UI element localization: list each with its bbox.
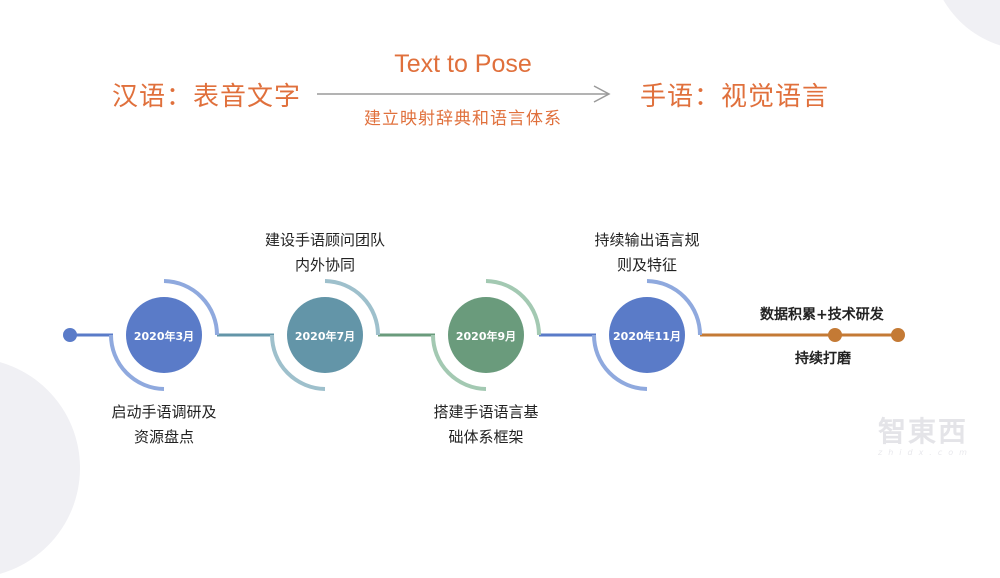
watermark-logo: 智東西 <box>878 415 969 448</box>
text-to-pose-title: Text to Pose <box>394 50 532 78</box>
timeline-graphic <box>63 85 905 391</box>
ongoing-above-label: 数据积累+技术研发 <box>760 307 884 323</box>
milestone-2-node <box>270 279 380 391</box>
milestone-4-description: 持续输出语言规 则及特征 <box>594 231 700 274</box>
mapping-subtitle: 建立映射辞典和语言体系 <box>364 109 562 129</box>
ongoing-below-label: 持续打磨 <box>795 351 851 367</box>
milestone-4-node <box>592 279 702 391</box>
milestone-4-date: 2020年11月 <box>613 330 681 343</box>
ongoing-dot-2 <box>891 328 905 342</box>
sign-language-label: 手语：视觉语言 <box>640 82 830 112</box>
milestone-3-description: 搭建手语语言基 础体系框架 <box>433 403 539 446</box>
milestone-3-date: 2020年9月 <box>455 330 517 343</box>
milestone-3-node <box>431 279 541 391</box>
milestone-2-date: 2020年7月 <box>294 330 356 343</box>
ongoing-dot-1 <box>828 328 842 342</box>
milestone-1-description: 启动手语调研及 资源盘点 <box>111 403 217 446</box>
milestone-1-date: 2020年3月 <box>133 330 195 343</box>
milestone-1-node <box>109 279 219 391</box>
milestone-2-description: 建设手语顾问团队 内外协同 <box>264 231 385 274</box>
chinese-phonetic-label: 汉语：表音文字 <box>112 82 302 112</box>
long-right-arrow-icon <box>317 85 611 103</box>
watermark-url: zhidx.com <box>878 448 973 457</box>
